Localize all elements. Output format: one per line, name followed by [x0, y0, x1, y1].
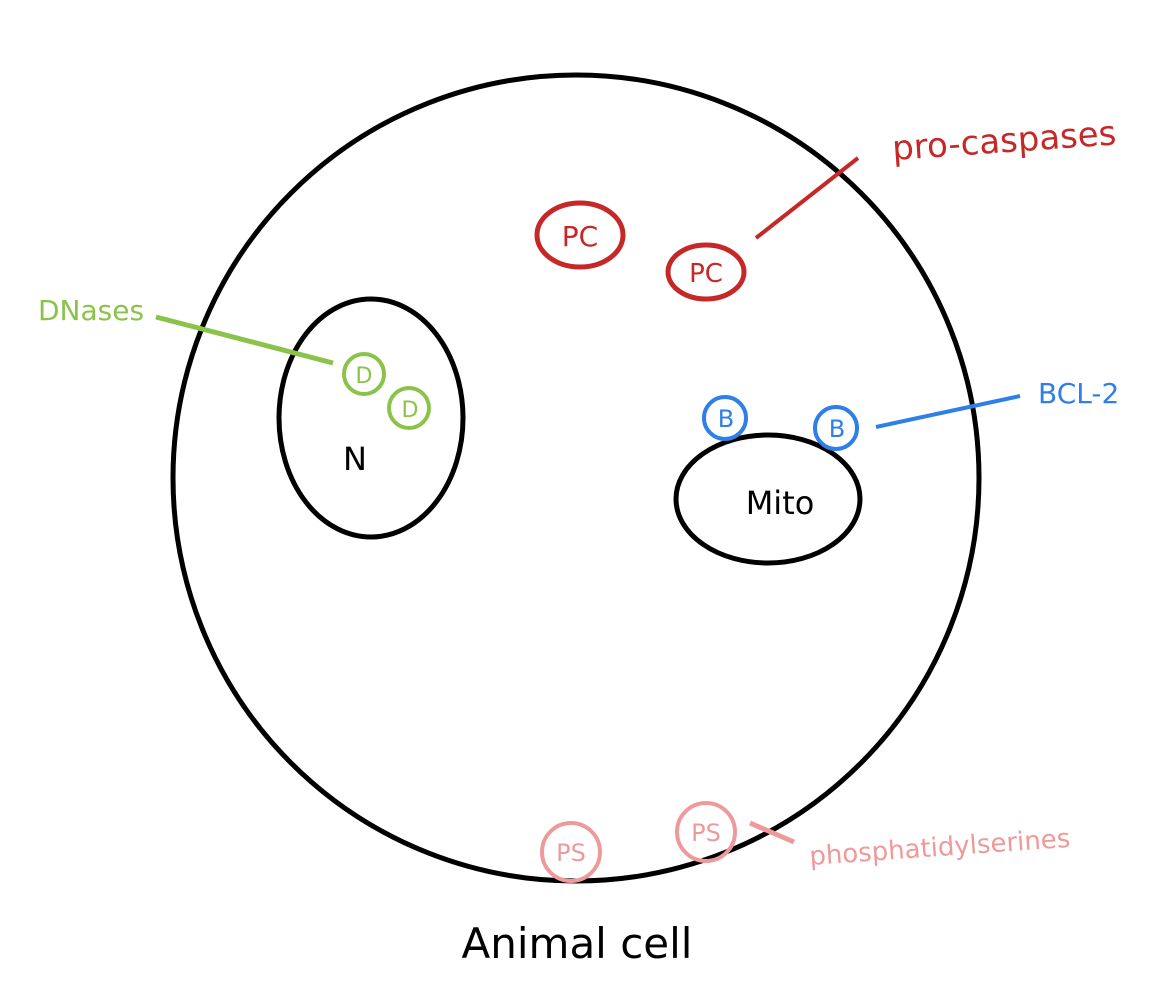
ps-leader-line [749, 820, 795, 845]
bcl2-label: BCL-2 [1038, 377, 1119, 410]
ps-molecule: PS [675, 801, 737, 863]
bcl2-molecule: B [813, 405, 859, 451]
svg-text:D: D [402, 398, 419, 423]
diagram-caption: Animal cell [462, 919, 693, 968]
mitochondrion [673, 432, 863, 566]
svg-text:B: B [718, 405, 734, 433]
bcl2-leader-line [875, 394, 1021, 429]
svg-text:PC: PC [562, 220, 598, 253]
svg-text:PS: PS [691, 819, 721, 847]
procaspases-leader-line [754, 156, 860, 240]
nucleus-label: N [343, 440, 367, 478]
ps-label: phosphatidylserines [808, 824, 1071, 872]
mito-label: Mito [746, 484, 815, 522]
dnases-label: DNases [38, 294, 144, 327]
dnase-molecule: D [387, 386, 431, 430]
dnases-leader-line [155, 314, 334, 366]
svg-text:B: B [829, 415, 845, 443]
procaspases-label: pro-caspases [891, 113, 1118, 169]
svg-text:D: D [356, 364, 373, 389]
bcl2-molecule: B [702, 395, 748, 441]
procaspase-molecule: PC [665, 242, 747, 302]
dnase-molecule: D [342, 352, 386, 396]
nucleus [276, 296, 466, 540]
procaspase-molecule: PC [534, 200, 626, 270]
ps-molecule: PS [540, 821, 602, 883]
svg-text:PS: PS [556, 839, 586, 867]
svg-text:PC: PC [689, 259, 723, 289]
